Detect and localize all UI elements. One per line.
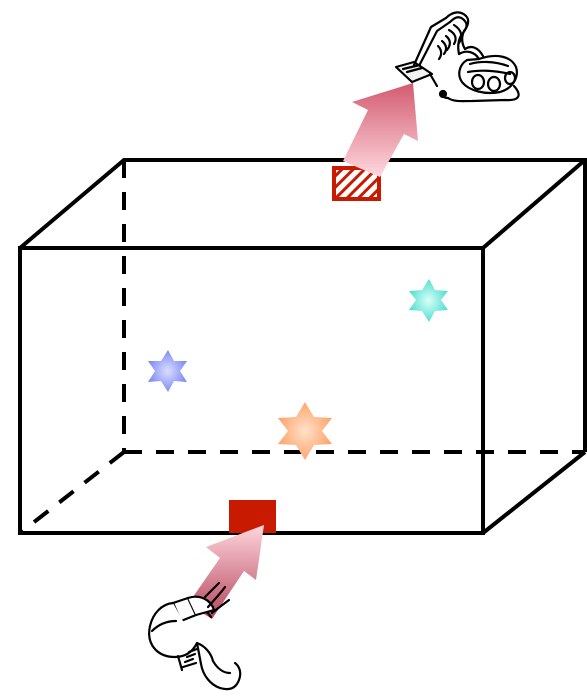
box-edges <box>18 158 587 535</box>
vacuum-cleaner-icon <box>394 11 520 103</box>
inlet-port <box>229 500 276 533</box>
blue-particle <box>148 350 187 392</box>
hidden-edges <box>18 160 585 535</box>
flow-arrows <box>188 83 418 619</box>
teal-particle <box>409 279 448 322</box>
ports <box>229 166 381 533</box>
outlet-arrow <box>343 83 418 177</box>
orange-particle <box>278 402 332 460</box>
particles <box>148 279 448 460</box>
hair-dryer-icon <box>148 581 242 691</box>
